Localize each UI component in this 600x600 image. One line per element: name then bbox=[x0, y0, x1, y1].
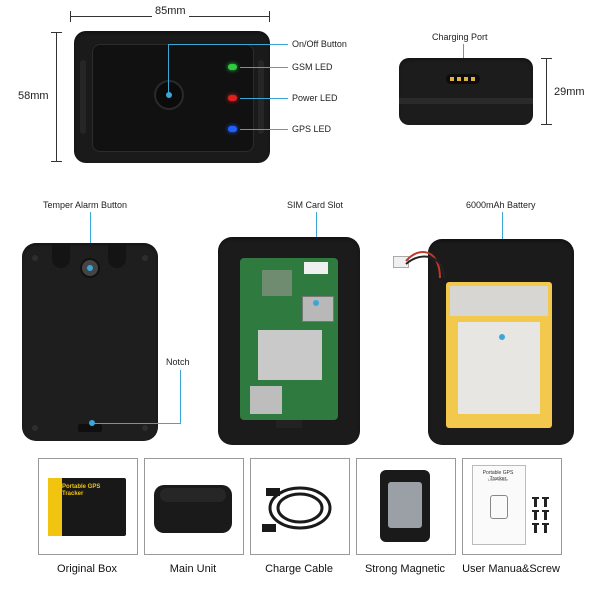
gps-leader bbox=[240, 129, 288, 130]
back-screw-br bbox=[142, 425, 148, 431]
battery-top-foil bbox=[450, 286, 548, 316]
width-dim-tick-right bbox=[269, 11, 270, 22]
notch-leader-vertical bbox=[180, 370, 181, 424]
sim-label: SIM Card Slot bbox=[287, 200, 344, 210]
charging-port-label: Charging Port bbox=[432, 32, 488, 42]
onoff-label: On/Off Button bbox=[292, 39, 347, 49]
package-box-charge-cable bbox=[250, 458, 350, 555]
width-dimension-label: 85mm bbox=[152, 5, 189, 17]
height-dimension-label: 58mm bbox=[18, 90, 49, 102]
manual-title: Portable GPS Tracker bbox=[482, 470, 514, 482]
caption-strong-magnetic: Strong Magnetic bbox=[364, 563, 446, 575]
pcb-gps-module bbox=[250, 386, 282, 414]
original-box-yellow-band bbox=[48, 478, 62, 536]
back-screw-tr bbox=[142, 255, 148, 261]
notch bbox=[78, 424, 102, 432]
pcb-module-top bbox=[262, 270, 292, 296]
power-leader bbox=[240, 98, 288, 99]
power-label: Power LED bbox=[292, 93, 338, 103]
manual-subtitle: User Guide bbox=[487, 477, 509, 482]
tamper-label: Temper Alarm Button bbox=[43, 200, 128, 210]
main-unit-side-band bbox=[399, 98, 533, 104]
original-box-text: Portable GPS Tracker bbox=[62, 484, 101, 497]
main-unit-right-groove bbox=[258, 60, 264, 134]
battery-label: 6000mAh Battery bbox=[466, 200, 536, 210]
main-unit-left-groove bbox=[80, 60, 86, 134]
depth-dim-tick-top bbox=[541, 58, 552, 59]
main-unit-back bbox=[22, 243, 158, 441]
caption-original-box: Original Box bbox=[57, 563, 117, 575]
depth-dimension-label: 29mm bbox=[554, 86, 585, 98]
height-dim-tick-bottom bbox=[51, 161, 62, 162]
tamper-leader bbox=[90, 212, 91, 268]
manual-image bbox=[472, 465, 526, 545]
back-screw-tl bbox=[32, 255, 38, 261]
pcb-bottom-pins bbox=[276, 420, 302, 428]
notch-label: Notch bbox=[166, 357, 190, 367]
gsm-label: GSM LED bbox=[292, 62, 333, 72]
gsm-leader bbox=[240, 67, 288, 68]
height-dim-tick-top bbox=[51, 32, 62, 33]
width-dim-tick-left bbox=[70, 11, 71, 22]
battery-leader-dot bbox=[499, 334, 505, 340]
gps-led bbox=[228, 126, 237, 132]
caption-user-manual-screw: User Manua&Screw bbox=[462, 563, 560, 575]
magnetic-plate bbox=[388, 482, 422, 528]
main-unit-side bbox=[399, 58, 533, 125]
power-led bbox=[228, 95, 237, 101]
manual-device-sketch bbox=[490, 495, 508, 519]
depth-dim-tick-bottom bbox=[541, 124, 552, 125]
onoff-leader-dot bbox=[166, 92, 172, 98]
onoff-leader-vertical bbox=[168, 44, 169, 94]
main-unit-image-top bbox=[160, 488, 226, 502]
depth-dimension-line bbox=[546, 58, 547, 125]
gps-label: GPS LED bbox=[292, 124, 332, 134]
gsm-led bbox=[228, 64, 237, 70]
back-top-bump-left bbox=[52, 244, 70, 268]
caption-main-unit: Main Unit bbox=[169, 563, 217, 575]
sim-leader-dot bbox=[313, 300, 319, 306]
charging-pins bbox=[450, 77, 478, 81]
notch-leader-horizontal bbox=[92, 423, 180, 424]
caption-charge-cable: Charge Cable bbox=[265, 563, 333, 575]
back-screw-bl bbox=[32, 425, 38, 431]
back-top-bump-right bbox=[108, 244, 126, 268]
onoff-leader-horizontal bbox=[168, 44, 288, 45]
height-dimension-line bbox=[56, 32, 57, 162]
tamper-leader-dot bbox=[87, 265, 93, 271]
pcb-gsm-module bbox=[258, 330, 322, 380]
pcb-connector bbox=[304, 262, 328, 274]
